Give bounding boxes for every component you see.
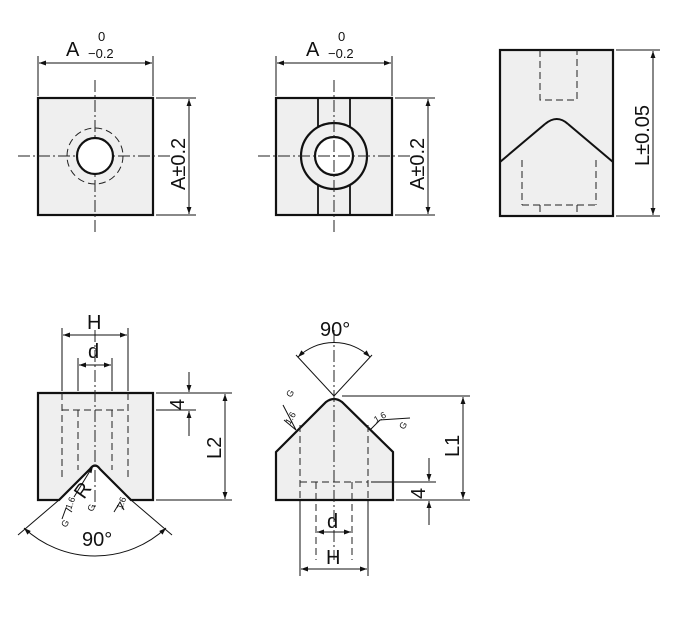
- width-label: A: [306, 39, 320, 61]
- v-edge-right: [567, 123, 614, 163]
- angle-ext-line: [17, 499, 60, 536]
- l2-label: L2: [204, 437, 226, 459]
- h-label: H: [326, 547, 340, 569]
- l1-label: L1: [442, 435, 464, 457]
- finish-mark: 1.6: [63, 496, 77, 511]
- angle-ext-line: [333, 354, 373, 397]
- view-v-block-front: H d 4 L2 R 1.6 G 1.6 G 90°: [17, 312, 232, 557]
- d-label: d: [327, 511, 338, 533]
- block-outline: [498, 48, 615, 218]
- finish-mark: 1.6: [372, 410, 388, 425]
- v-edge-left: [499, 123, 546, 163]
- counterbore-hidden: [66, 127, 124, 185]
- angle-arc: [297, 342, 371, 358]
- depth-label: 4: [167, 399, 189, 410]
- length-label: L±0.05: [632, 105, 654, 166]
- width-tol-upper: 0: [98, 29, 105, 44]
- finish-symbol-glyph: [61, 507, 73, 520]
- d-label: d: [88, 341, 99, 363]
- finish-symbol: G: [85, 503, 97, 513]
- width-tol-upper: 0: [338, 29, 345, 44]
- depth-label: 4: [408, 488, 430, 499]
- through-hole: [75, 136, 115, 176]
- finish-symbol-glyph: [282, 404, 297, 431]
- radius-leader: [73, 465, 94, 498]
- finish-symbol: G: [59, 518, 71, 529]
- upper-hidden-pocket: [539, 50, 578, 101]
- v-radius: [544, 118, 569, 125]
- width-label: A: [66, 39, 80, 61]
- angle-label: 90°: [82, 529, 112, 551]
- angle-label: 90°: [320, 319, 350, 341]
- view-v-block-inverted: 90° 1.6 G 1.6 G L1 4 d H: [274, 319, 470, 576]
- angle-ext-line: [295, 354, 335, 397]
- block-outline: [274, 397, 395, 502]
- angle-arc: [23, 527, 167, 557]
- view-square-block: A −0.2 0 A±0.2: [18, 29, 196, 232]
- finish-symbol: G: [397, 420, 409, 431]
- h-label: H: [87, 312, 101, 334]
- width-tol-lower: −0.2: [88, 46, 114, 61]
- finish-mark: 1.6: [283, 410, 298, 426]
- height-label: A±0.2: [168, 138, 190, 190]
- height-label: A±0.2: [407, 138, 429, 190]
- width-tol-lower: −0.2: [328, 46, 354, 61]
- finish-symbol: G: [284, 388, 296, 399]
- finish-mark: 1.6: [114, 496, 128, 511]
- finish-symbol-glyph: [113, 500, 125, 513]
- view-slotted-block: A −0.2 0 A±0.2: [258, 29, 435, 232]
- view-v-block-side: L±0.05: [498, 48, 660, 218]
- angle-ext-line: [130, 499, 173, 536]
- finish-symbol-glyph: [369, 417, 411, 431]
